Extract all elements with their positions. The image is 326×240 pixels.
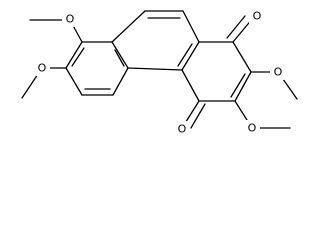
methoxy-oxygen-label: O bbox=[66, 13, 75, 26]
chemical-structure-diagram: O O O O O O bbox=[21, 8, 298, 137]
atom-labels: O O O O O O bbox=[34, 8, 286, 137]
methoxy-oxygen-label: O bbox=[38, 62, 47, 75]
methoxy-oxygen-label: O bbox=[248, 122, 257, 135]
carbonyl-oxygen-label: O bbox=[253, 10, 262, 23]
left-ring bbox=[65, 41, 129, 96]
right-ring bbox=[181, 41, 252, 102]
middle-ring bbox=[111, 10, 200, 71]
methoxy-bonds bbox=[21, 19, 298, 129]
methoxy-oxygen-label: O bbox=[274, 66, 283, 79]
carbonyl-oxygen-label: O bbox=[178, 123, 187, 136]
